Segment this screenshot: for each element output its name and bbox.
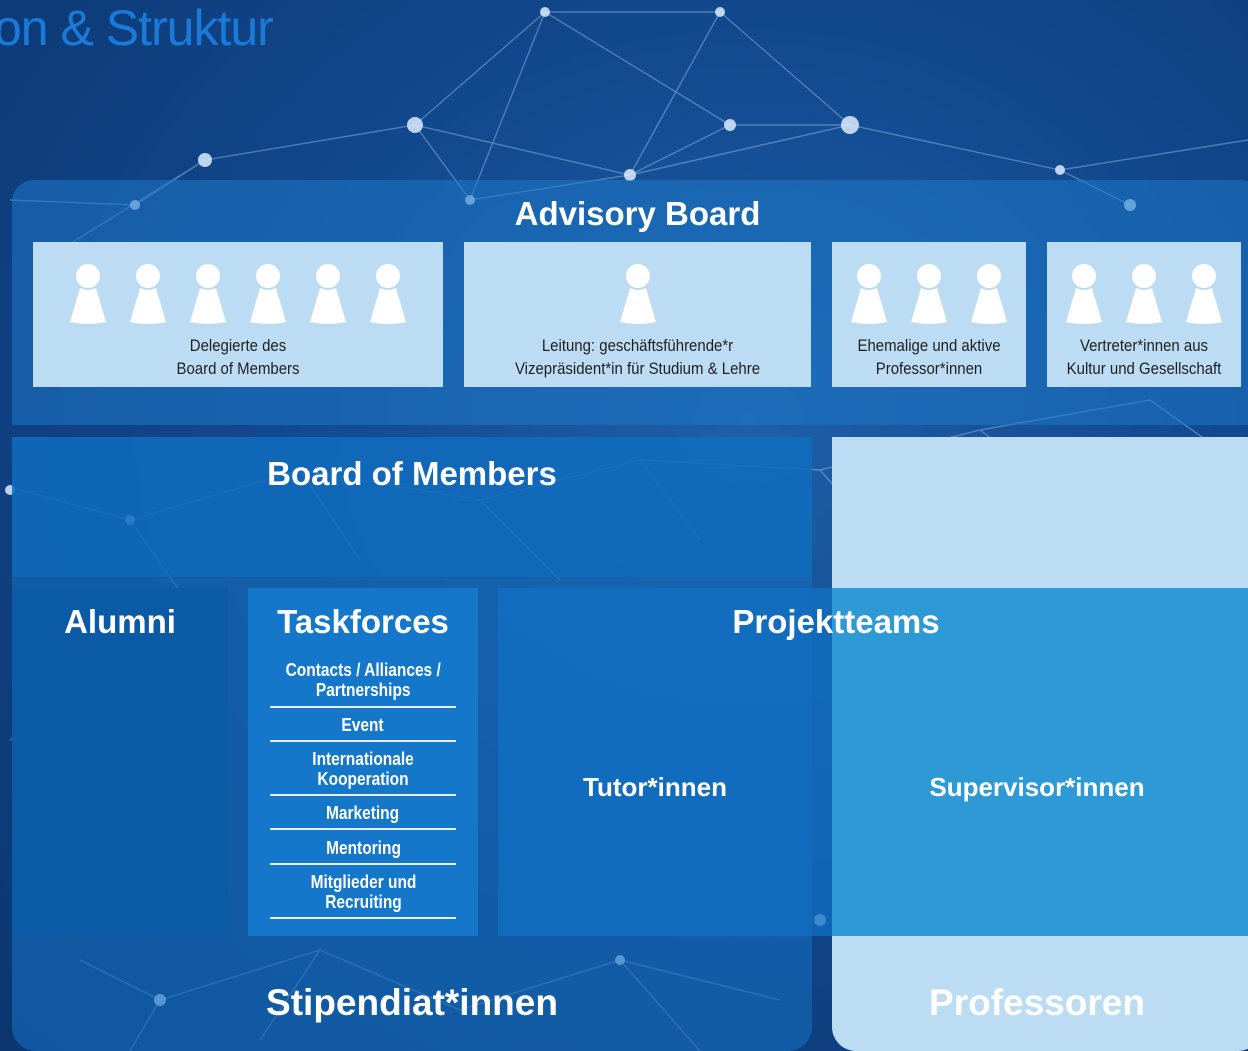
item-line: Internationale (312, 749, 414, 769)
supervisor-label: Supervisor*innen (929, 772, 1145, 802)
label-line: Board of Members (176, 359, 300, 378)
person-icon (188, 262, 228, 329)
tutor-box (498, 588, 832, 936)
advisory-group-society: Vertreter*innen aus Kultur und Gesellsch… (1047, 242, 1241, 387)
projektteams-title: Projektteams (732, 603, 940, 640)
person-icon (308, 262, 348, 329)
person-icon (849, 262, 889, 329)
item-line: Kooperation (317, 769, 409, 789)
advisory-group-label: Vertreter*innen aus Kultur und Gesellsch… (1059, 334, 1230, 380)
person-icons-6 (33, 262, 443, 329)
item-line: Event (341, 715, 385, 735)
alumni-title: Alumni (64, 603, 176, 640)
person-icon (368, 262, 408, 329)
person-icons-3 (832, 262, 1026, 329)
alumni-box (12, 588, 228, 936)
person-icons-1 (464, 262, 811, 329)
professoren-title: Professoren (929, 982, 1145, 1023)
person-icon (128, 262, 168, 329)
label-line: Kultur und Gesellschaft (1066, 359, 1222, 378)
advisory-group-leitung: Leitung: geschäftsführende*r Vizepräside… (464, 242, 811, 387)
label-line: Professor*innen (875, 359, 983, 378)
person-icon (248, 262, 288, 329)
label-line: Delegierte des (189, 336, 287, 355)
advisory-group-label: Leitung: geschäftsführende*r Vizepräside… (485, 334, 790, 380)
taskforces-title: Taskforces (277, 603, 449, 640)
item-line: Contacts / Alliances / (285, 660, 441, 680)
board-of-members-band (12, 437, 812, 577)
advisory-group-professors: Ehemalige und aktive Professor*innen (832, 242, 1026, 387)
person-icon (68, 262, 108, 329)
taskforce-item: Mentoring (270, 832, 456, 865)
taskforces-box (248, 588, 478, 936)
person-icon (909, 262, 949, 329)
item-line: Mentoring (325, 837, 401, 858)
person-icon (1064, 262, 1104, 329)
item-line: Mitglieder und (310, 872, 416, 892)
advisory-group-delegates: Delegierte des Board of Members (33, 242, 443, 387)
advisory-group-label: Ehemalige und aktive Professor*innen (844, 334, 1015, 380)
person-icon (618, 262, 658, 329)
item-line: Recruiting (324, 892, 402, 912)
taskforce-item: Event (270, 710, 456, 742)
person-icon (1124, 262, 1164, 329)
item-line: Marketing (326, 803, 400, 823)
advisory-board-title: Advisory Board (514, 195, 761, 232)
supervisor-box (832, 588, 1248, 936)
page-title: on & Struktur (0, 0, 274, 56)
label-line: Vertreter*innen aus (1079, 336, 1209, 355)
tutor-label: Tutor*innen (583, 772, 727, 802)
taskforce-item: Contacts / Alliances /Partnerships (270, 654, 456, 708)
label-line: Vizepräsident*in für Studium & Lehre (514, 359, 761, 378)
item-line: Partnerships (315, 680, 411, 700)
taskforce-item: Marketing (270, 798, 456, 830)
label-line: Leitung: geschäftsführende*r (541, 336, 734, 355)
stipendiaten-title: Stipendiat*innen (266, 982, 558, 1023)
advisory-group-label: Delegierte des Board of Members (58, 334, 419, 380)
label-line: Ehemalige und aktive (857, 336, 1001, 355)
person-icons-3 (1047, 262, 1241, 329)
person-icon (1184, 262, 1224, 329)
board-of-members-title: Board of Members (267, 455, 557, 492)
person-icon (969, 262, 1009, 329)
